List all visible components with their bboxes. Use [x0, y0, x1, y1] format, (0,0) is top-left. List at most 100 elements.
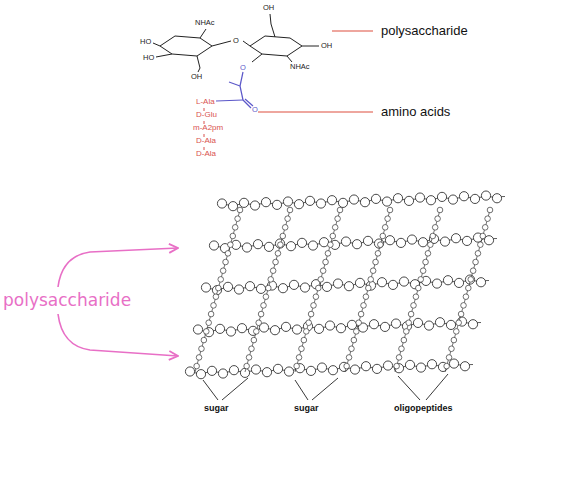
- peptide-bead: [394, 363, 400, 369]
- amino-acid: D-Glu: [196, 111, 217, 119]
- peptide-bead: [380, 233, 386, 239]
- peptide-bead: [430, 233, 436, 239]
- sugar-bead: [448, 195, 457, 204]
- sugar-bead: [399, 277, 408, 286]
- peptide-bead: [349, 346, 355, 352]
- peptide-bead: [201, 337, 207, 343]
- peptide-bead: [299, 346, 305, 352]
- sugar-bead: [339, 362, 348, 371]
- peptide-chain: [395, 210, 440, 372]
- sugar-bead: [234, 285, 243, 294]
- peptide-bead: [275, 251, 281, 257]
- sugar-bead: [371, 194, 380, 203]
- peptide-bead: [328, 242, 334, 248]
- sugar-bead: [396, 238, 405, 247]
- sugar-bead: [383, 361, 392, 370]
- sugar-bead: [382, 197, 391, 206]
- sugar-bead: [393, 194, 402, 203]
- sugar-bead: [251, 365, 260, 374]
- sugar-bead: [218, 369, 227, 378]
- sugar-bead: [308, 241, 317, 250]
- sugar-bead: [275, 239, 284, 248]
- peptide-bead: [223, 259, 229, 265]
- peptide-bead: [413, 294, 419, 300]
- sugar-bead: [449, 359, 458, 368]
- sugar-bead: [424, 321, 433, 330]
- peptide-bead: [382, 225, 388, 231]
- sugar-bead: [454, 278, 463, 287]
- peptide-bead: [446, 355, 452, 361]
- sugar-bead: [349, 195, 358, 204]
- sugar-bead: [451, 234, 460, 243]
- sugar-bead: [272, 200, 281, 209]
- sugar-bead: [240, 368, 249, 377]
- peptide-bead: [256, 320, 262, 326]
- peptide-bead: [196, 355, 202, 361]
- peptide-bead: [316, 285, 322, 291]
- peptide-bead: [220, 268, 226, 274]
- peptide-bead: [403, 329, 409, 335]
- peptide-bead: [330, 233, 336, 239]
- peptide-bead: [228, 242, 234, 248]
- atom-label: O: [233, 37, 239, 45]
- peptide-bead: [485, 216, 491, 222]
- peptide-bead: [423, 259, 429, 265]
- sugar-bead: [273, 364, 282, 373]
- sugar-bead: [407, 235, 416, 244]
- sugar-bead: [404, 196, 413, 205]
- sugar-bead: [363, 236, 372, 245]
- peptide-bead: [203, 329, 209, 335]
- sugar-bead: [306, 366, 315, 375]
- peptide-bead: [244, 363, 250, 369]
- sugar-bead: [264, 242, 273, 251]
- peptide-bead: [230, 233, 236, 239]
- peptide-bead: [335, 216, 341, 222]
- peptide-bead: [303, 329, 309, 335]
- atom-label: OH: [321, 42, 332, 50]
- sugar-bead: [317, 363, 326, 372]
- sugar-bead: [415, 193, 424, 202]
- peptide-bead: [466, 285, 472, 291]
- sugar-bead: [427, 360, 436, 369]
- sugar-bead: [338, 198, 347, 207]
- atom-label: HO: [143, 54, 154, 62]
- sugar-bead: [215, 324, 224, 333]
- peptide-bead: [425, 251, 431, 257]
- sugar-bead: [294, 200, 303, 209]
- peptide-bead: [444, 363, 450, 369]
- sugar-bead: [245, 282, 254, 291]
- peptide-bead: [249, 346, 255, 352]
- sugar-bead: [369, 320, 378, 329]
- peptide-bead: [432, 225, 438, 231]
- sugar-bead: [209, 241, 218, 250]
- part-label: amino acids: [381, 105, 450, 118]
- sugar-bead: [305, 196, 314, 205]
- sugar-bead: [360, 198, 369, 207]
- peptide-bead: [468, 277, 474, 283]
- peptide-bead: [306, 320, 312, 326]
- peptide-bead: [280, 233, 286, 239]
- sugar-bead: [446, 320, 455, 329]
- sugar-bead: [217, 199, 226, 208]
- atom-label: O: [252, 106, 258, 114]
- peptide-bead: [251, 337, 257, 343]
- peptide-bead: [366, 285, 372, 291]
- sugar-bead: [237, 324, 246, 333]
- peptide-bead: [363, 294, 369, 300]
- sugar-bead: [462, 236, 471, 245]
- peptide-bead: [478, 242, 484, 248]
- sugar-bead: [226, 327, 235, 336]
- sugar-bead: [413, 318, 422, 327]
- peptide-bead: [416, 285, 422, 291]
- sugar-bead: [284, 367, 293, 376]
- sugar-bead: [350, 365, 359, 374]
- sugar-bead: [297, 238, 306, 247]
- sugar-bead: [460, 362, 469, 371]
- sugar-bead: [341, 237, 350, 246]
- peptide-bead: [261, 303, 267, 309]
- atom-label: OH: [191, 73, 202, 81]
- sugar-bead: [418, 238, 427, 247]
- peptide-bead: [358, 311, 364, 317]
- sugar-bead: [459, 192, 468, 201]
